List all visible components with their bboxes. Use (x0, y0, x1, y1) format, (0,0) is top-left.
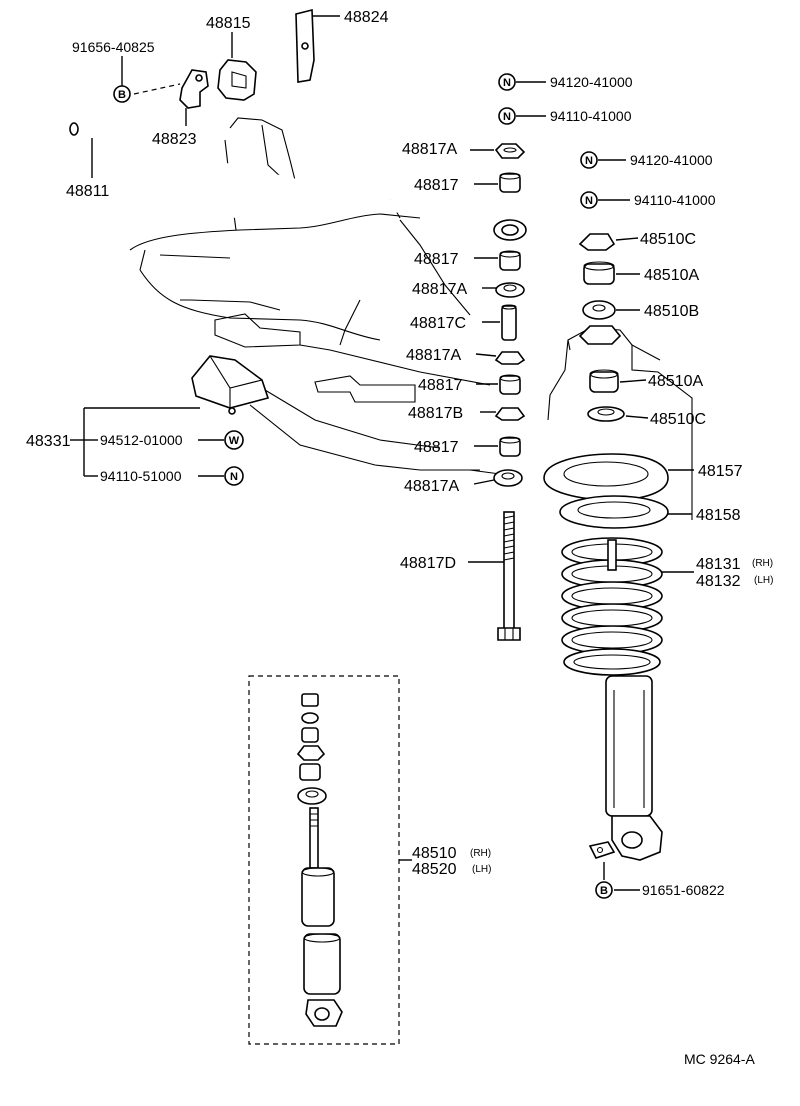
label-48824: 48824 (344, 9, 389, 26)
label-91656-40825: 91656-40825 (72, 39, 155, 55)
label-48817B: 48817B (408, 405, 463, 422)
label-48817-1: 48817 (414, 177, 459, 194)
label-48157: 48157 (698, 463, 743, 480)
label-48510: 48510 (412, 845, 457, 862)
bushing-48815-icon (217, 59, 257, 101)
label-91651-60822: 91651-60822 (642, 882, 725, 898)
label-94120-41000-a: 94120-41000 (550, 74, 633, 90)
label-48817A-4: 48817A (404, 478, 459, 495)
label-48817-3: 48817 (418, 377, 463, 394)
label-48817A-1: 48817A (402, 141, 457, 158)
label-48817D: 48817D (400, 555, 456, 572)
stabilizer-bar-icon (69, 122, 527, 241)
label-48331: 48331 (26, 433, 71, 450)
leader-lines (70, 15, 694, 891)
svg-text:N: N (585, 195, 593, 207)
symbol-n-94110b: N (580, 191, 598, 209)
svg-text:N: N (585, 155, 593, 167)
label-48158: 48158 (696, 507, 741, 524)
label-94120-41000-b: 94120-41000 (630, 152, 713, 168)
symbol-n-94120a: N (498, 73, 516, 91)
label-48823: 48823 (152, 131, 197, 148)
label-48510A-1: 48510A (644, 267, 699, 284)
label-94110-41000-a: 94110-41000 (550, 108, 632, 124)
symbol-n-94120b: N (580, 151, 598, 169)
label-94110-41000-b: 94110-41000 (634, 192, 716, 208)
label-94512-01000: 94512-01000 (100, 432, 183, 448)
label-48520: 48520 (412, 861, 457, 878)
label-lh-2: (LH) (472, 864, 491, 875)
svg-text:B: B (118, 89, 126, 101)
svg-text:N: N (230, 471, 238, 483)
strut-upper-parts (543, 233, 669, 529)
bracket-48823-icon (179, 69, 209, 109)
bolt-icon (497, 511, 521, 641)
svg-text:B: B (600, 885, 608, 897)
label-rh-2: (RH) (470, 848, 491, 859)
label-rh-1: (RH) (752, 558, 773, 569)
symbol-n-94110c: N (224, 466, 244, 486)
label-48510C-2: 48510C (650, 411, 706, 428)
frame-structure-drawing (129, 117, 693, 520)
label-48817C: 48817C (410, 315, 466, 332)
label-lh-1: (LH) (754, 575, 773, 586)
symbol-w-94512: W (224, 430, 244, 450)
label-48817A-2: 48817A (412, 281, 467, 298)
footer-code: MC 9264-A (684, 1051, 755, 1067)
label-48811: 48811 (66, 183, 109, 200)
strut-body-icon (588, 675, 663, 861)
coil-spring-icon (561, 537, 663, 676)
label-48817-2: 48817 (414, 251, 459, 268)
link-stack-parts (493, 143, 526, 487)
label-48131: 48131 (696, 556, 741, 573)
label-48510A-2: 48510A (648, 373, 703, 390)
label-48132: 48132 (696, 573, 741, 590)
svg-text:N: N (503, 111, 511, 123)
label-48817A-3: 48817A (406, 347, 461, 364)
label-48510C-1: 48510C (640, 231, 696, 248)
svg-text:N: N (503, 77, 511, 89)
svg-text:W: W (229, 435, 240, 447)
label-94110-51000: 94110-51000 (100, 468, 182, 484)
part-labels: 48815 48824 91656-40825 48823 48811 9412… (26, 9, 773, 1067)
symbol-b-91656: B (113, 85, 131, 103)
symbol-n-94110a: N (498, 107, 516, 125)
shock-absorber-icon (296, 693, 343, 1027)
label-48817-4: 48817 (414, 439, 459, 456)
bracket-48824-icon (295, 8, 315, 83)
label-48815: 48815 (206, 15, 251, 32)
label-48510B: 48510B (644, 303, 699, 320)
symbol-b-91651: B (595, 881, 613, 899)
